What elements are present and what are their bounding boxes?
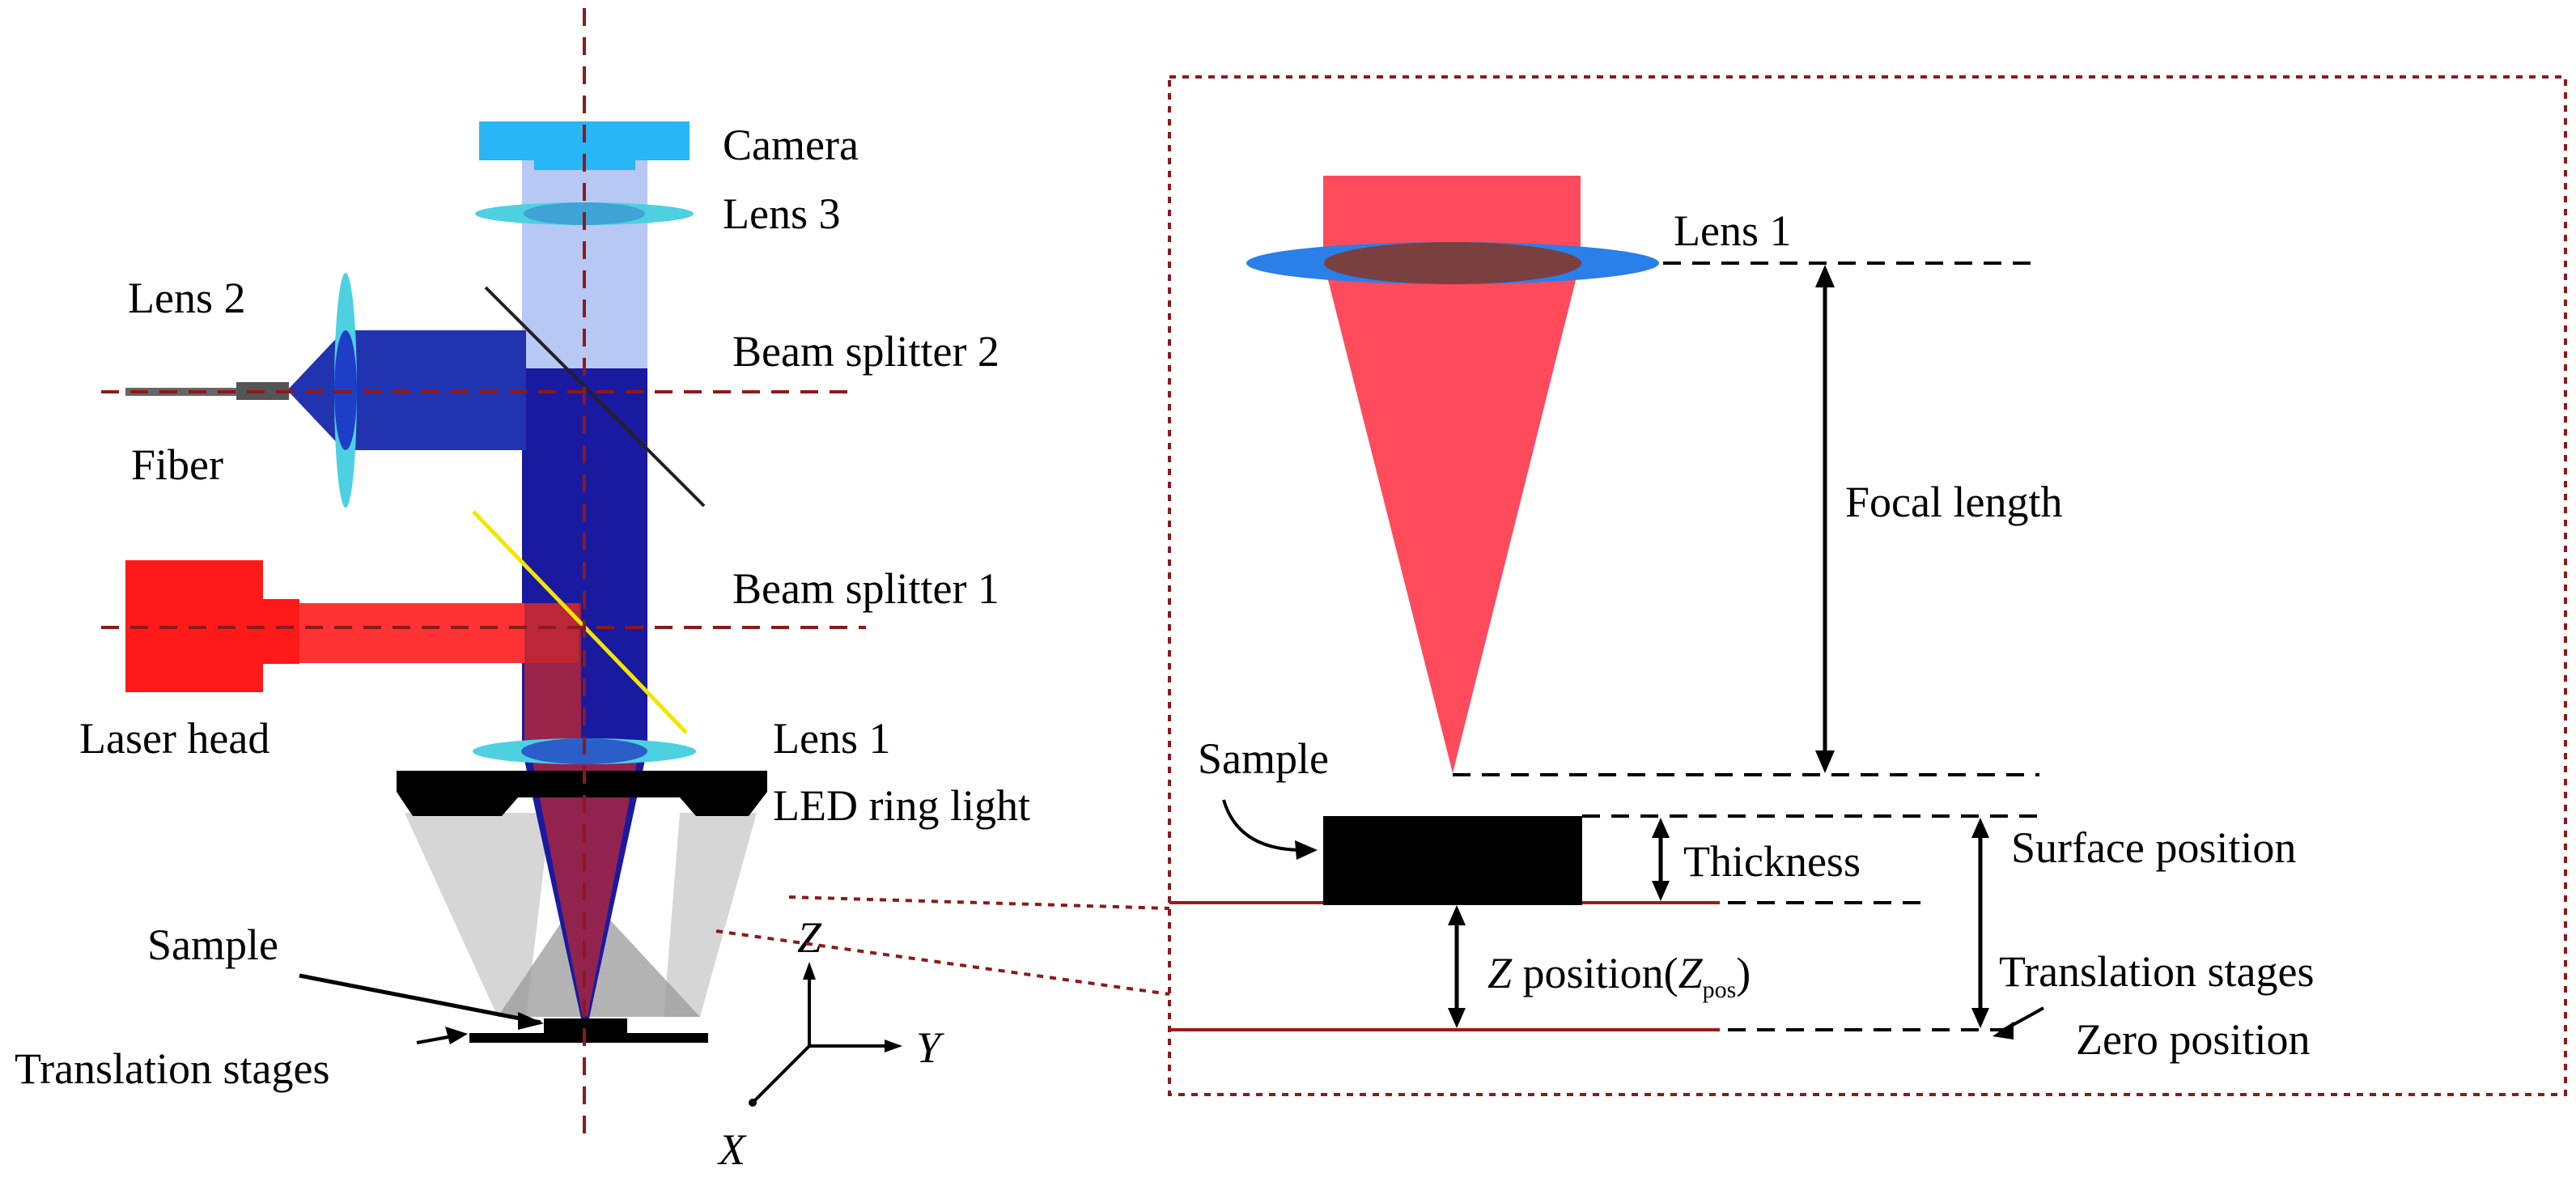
label-camera: Camera <box>723 121 859 169</box>
label-beam-splitter-1: Beam splitter 1 <box>732 564 999 613</box>
right-panel-zoom: Lens 1 Focal length Sample Thickness Sur… <box>1168 75 2567 1096</box>
surface-position-arrow <box>1971 818 1989 1028</box>
sample-left <box>544 1018 627 1033</box>
sample-pointer <box>299 973 541 1025</box>
label-translation-stages-right: Translation stages <box>1999 947 2315 996</box>
sample-pointer-head <box>518 1012 544 1030</box>
left-panel: Camera Lens 3 Lens 2 Beam splitter 2 Fib… <box>15 8 1030 1174</box>
focal-length-arrow <box>1815 265 1835 773</box>
zoom-connector-top <box>788 895 1170 910</box>
label-sample-left: Sample <box>147 921 278 969</box>
label-led-ring-light: LED ring light <box>773 781 1030 830</box>
label-sample-right: Sample <box>1198 734 1329 783</box>
label-z-position: Z position(Zpos) <box>1487 949 1751 1003</box>
label-zero-position: Zero position <box>2076 1015 2310 1064</box>
label-surface-position: Surface position <box>2011 823 2296 872</box>
label-lens3: Lens 3 <box>723 189 840 238</box>
y-arrow-head <box>885 1040 902 1052</box>
label-axis-z: Z <box>797 913 822 962</box>
label-focal-length: Focal length <box>1845 478 2062 526</box>
led-light-cone-left <box>405 813 550 1017</box>
label-fiber: Fiber <box>131 440 223 489</box>
thickness-arrow <box>1652 818 1670 901</box>
led-ring-light <box>397 771 767 816</box>
laser-beam-down <box>524 603 581 749</box>
coordinate-axes <box>753 970 894 1103</box>
sample-curved-arrow-head <box>1295 840 1318 860</box>
zoom-box <box>1168 75 2567 1096</box>
label-axis-x: X <box>717 1125 747 1174</box>
fiber <box>125 388 239 396</box>
label-laser-head: Laser head <box>79 714 269 763</box>
zoom-connector-bottom <box>715 929 1170 996</box>
led-light-cone-right <box>664 813 757 1017</box>
beam-splitter-2 <box>484 286 706 508</box>
stage-pointer-head <box>445 1027 468 1044</box>
z-arrow-head <box>803 962 816 980</box>
label-lens1-left: Lens 1 <box>773 714 890 763</box>
beam-splitter-1 <box>472 510 688 734</box>
zero-position-pointer-head <box>1992 1022 2014 1040</box>
translation-stage-left <box>469 1033 708 1043</box>
lens-1-right-overlap <box>1324 242 1581 284</box>
label-thickness: Thickness <box>1683 837 1861 886</box>
label-axis-y: Y <box>916 1023 944 1072</box>
sample-curved-arrow <box>1222 799 1304 852</box>
label-beam-splitter-2: Beam splitter 2 <box>732 327 999 376</box>
label-lens1-right: Lens 1 <box>1674 206 1791 255</box>
z-position-arrow <box>1448 905 1466 1028</box>
label-lens2: Lens 2 <box>128 274 245 322</box>
laser-focus-cone-right <box>1323 261 1581 773</box>
x-arrow-head <box>749 1099 757 1107</box>
sample-block-right <box>1323 816 1582 905</box>
label-translation-stages-left: Translation stages <box>15 1044 330 1093</box>
laser-head-nozzle <box>263 599 299 664</box>
